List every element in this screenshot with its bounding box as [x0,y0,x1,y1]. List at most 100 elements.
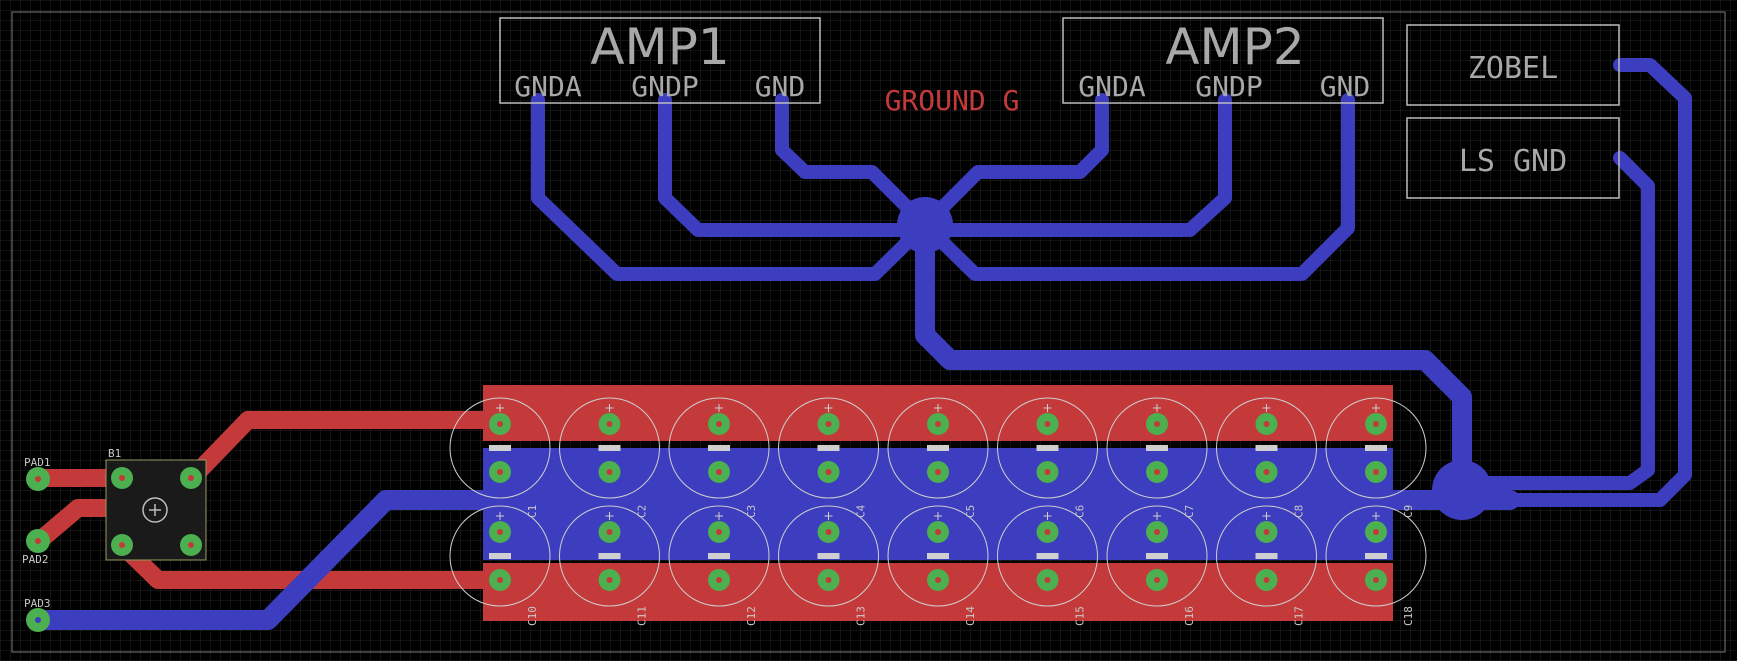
amp2-gnd-label: GND [1320,70,1371,103]
capacitor-plus-mark [715,404,723,412]
top-capacitor-c2[interactable]: C2 [559,397,660,518]
capacitor-pin-plus-drill [825,529,832,535]
capacitor-polarity-bar [708,445,730,451]
top-capacitor-c1[interactable]: C1 [449,397,551,518]
capacitor-polarity-bar [817,445,840,451]
capacitor-ref-label: C13 [855,606,868,626]
pad2-drill [35,538,41,544]
bottom-capacitor-c18[interactable]: C18 [1325,505,1427,626]
b1-pin-plus-drill [188,475,194,481]
capacitor-plus-mark [1262,404,1271,412]
capacitor-outline [1106,397,1208,499]
capacitor-pin-minus-drill [497,469,503,475]
capacitor-polarity-bar [1146,553,1168,559]
capacitor-ref-label: C9 [1402,505,1415,518]
capacitor-pin-plus-drill [1154,421,1160,427]
capacitor-pin-minus-drill [1373,469,1379,475]
capacitor-plus-mark [1372,512,1380,520]
capacitor-outline [668,505,770,607]
capacitor-pin-plus-drill [1263,421,1270,427]
capacitor-plus-mark [934,404,942,412]
top-capacitor-c9[interactable]: C9 [1325,397,1427,518]
b1-center-marker [142,497,168,523]
capacitor-pin-minus-drill [825,469,832,475]
capacitor-pin-minus-drill [935,577,941,583]
capacitor-ref-label: C18 [1402,606,1415,626]
top-capacitor-c5[interactable]: C5 [887,397,989,518]
capacitor-pin-plus-drill [497,421,503,427]
top-capacitor-c4[interactable]: C4 [778,397,879,518]
capacitor-outline [1216,397,1317,499]
bottom-capacitor-c13[interactable]: C13 [778,505,879,626]
capacitor-pin-plus-drill [1044,529,1051,535]
b1-plus-marker [149,504,161,516]
ls-gnd-label: LS GND [1459,144,1567,179]
capacitor-outline [559,505,660,607]
bottom-capacitor-c11[interactable]: C11 [559,505,660,626]
amp1-title: AMP1 [590,18,729,76]
amp2-gnda-label: GNDA [1078,70,1146,103]
capacitor-pin-minus-drill [716,577,722,583]
ls-gnd-box: LS GND [1406,117,1620,199]
capacitor-pin-minus-drill [1154,577,1160,583]
capacitor-polarity-bar [489,553,511,559]
b1-pin-ac2-drill [188,542,194,548]
capacitor-polarity-bar [1255,553,1278,559]
capacitor-ref-label: C17 [1293,606,1306,626]
zobel-label: ZOBEL [1468,51,1558,86]
bottom-capacitor-c10[interactable]: C10 [449,505,551,626]
capacitor-polarity-bar [1365,553,1387,559]
capacitor-outline [997,505,1098,607]
capacitor-polarity-bar [489,445,511,451]
capacitor-pin-plus-drill [716,529,722,535]
capacitor-polarity-bar [1146,445,1168,451]
capacitor-polarity-bar [1365,445,1387,451]
rectifier-b1[interactable]: B1 [105,447,207,561]
capacitor-plus-mark [605,404,614,412]
b1-label: B1 [108,447,121,460]
amp2-title: AMP2 [1165,18,1304,76]
capacitor-pin-plus-drill [606,529,613,535]
b1-pin-ac1-drill [119,475,125,481]
top-capacitor-c3[interactable]: C3 [668,397,770,518]
capacitor-plus-mark [1153,512,1161,520]
capacitor-outline [449,505,551,607]
capacitor-ref-label: C7 [1183,505,1196,518]
capacitor-ref-label: C8 [1293,505,1306,518]
capacitor-ref-label: C10 [526,606,539,626]
capacitor-pin-minus-drill [497,577,503,583]
capacitor-polarity-bar [708,553,730,559]
capacitor-pin-minus-drill [1263,577,1270,583]
capacitor-plus-mark [715,512,723,520]
capacitor-plus-mark [824,404,833,412]
input-pads: PAD1 PAD2 PAD3 [22,456,51,632]
capacitor-polarity-bar [1036,445,1059,451]
bottom-capacitor-c17[interactable]: C17 [1216,505,1317,626]
capacitor-pin-minus-drill [716,469,722,475]
bottom-capacitor-c16[interactable]: C16 [1106,505,1208,626]
capacitor-pin-plus-drill [606,421,613,427]
capacitor-pin-plus-drill [1044,421,1051,427]
top-capacitor-c6[interactable]: C6 [997,397,1098,518]
pad3-label: PAD3 [24,597,51,610]
speaker-ground-junction [1432,460,1492,520]
bottom-capacitor-c15[interactable]: C15 [997,505,1098,626]
capacitor-pin-minus-drill [1373,577,1379,583]
pad3-drill [35,617,41,623]
trace-amp2-gnda [918,93,1109,232]
capacitor-polarity-bar [1036,553,1059,559]
capacitor-ref-label: C2 [636,505,649,518]
capacitor-plus-mark [605,512,614,520]
capacitor-ref-label: C12 [745,606,758,626]
capacitor-outline [449,397,551,499]
bottom-capacitor-c12[interactable]: C12 [668,505,770,626]
trace-ls-gnd [1455,151,1655,490]
bottom-capacitor-c14[interactable]: C14 [887,505,989,626]
capacitor-plus-mark [1043,512,1052,520]
pad1-drill [35,476,41,482]
top-capacitor-c8[interactable]: C8 [1216,397,1317,518]
capacitor-plus-mark [1153,404,1161,412]
top-capacitor-c7[interactable]: C7 [1106,397,1208,518]
